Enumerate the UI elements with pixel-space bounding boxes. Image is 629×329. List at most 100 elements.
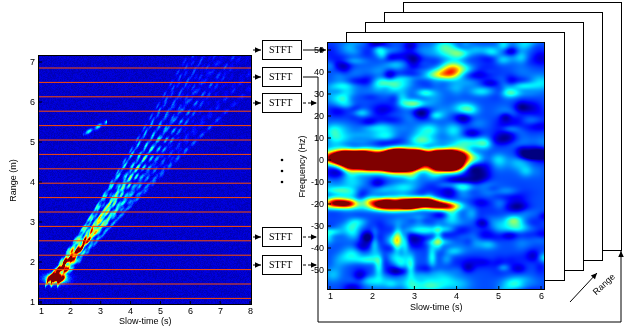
tick [328,182,331,183]
range-bin-line [39,82,251,83]
tick [328,226,331,227]
tick-label: 0 [319,155,324,166]
tick [456,286,457,289]
tick-label: 2 [30,257,35,268]
range-bin-line [39,140,251,141]
tick [39,142,42,143]
tick [328,72,331,73]
ellipsis-dot [281,170,284,173]
tick [39,62,42,63]
tick [541,286,542,289]
stft-box: STFT [262,255,302,275]
range-bin-line [39,269,251,270]
tick-label: 6 [539,291,544,302]
tick-label: 5 [158,306,163,317]
plot-frame [39,56,252,305]
arrow-head [255,234,261,240]
tick-label: -10 [311,177,324,188]
tick-label: 3 [412,291,417,302]
tick [328,270,331,271]
box-label: STFT [269,97,292,108]
stack-axis-label: Range [591,271,618,297]
tick-label: -40 [311,243,324,254]
box-label: STFT [269,71,292,82]
arrow-head [255,262,261,268]
tick [190,301,191,304]
arrow-line [303,77,621,322]
tick-label: 20 [314,111,324,122]
arrow-head [311,100,317,106]
tick-label: -30 [311,221,324,232]
axis-title: Range (m) [8,159,19,202]
stft-box: STFT [262,93,302,113]
tick [330,286,331,289]
tick-label: 5 [496,291,501,302]
tick [70,301,71,304]
range-bin-line [39,298,251,299]
tick [39,222,42,223]
axis-title: Slow-time (s) [119,316,172,327]
tick [328,116,331,117]
range-bin-line [39,284,251,285]
range-bin-line [39,197,251,198]
stft-box: STFT [262,227,302,247]
arrow-head [618,251,624,257]
tick-label: 8 [248,306,253,317]
tick-label: 4 [30,177,35,188]
tick [372,286,373,289]
arrow-head [311,234,317,240]
tick-label: 10 [314,133,324,144]
tick-label: 3 [98,306,103,317]
tick-label: 50 [314,45,324,56]
tick [39,182,42,183]
tick-label: -50 [311,265,324,276]
axis-title: Slow-time (s) [410,302,463,313]
range-bin-line [39,255,251,256]
box-label: STFT [269,44,292,55]
tick-label: 4 [128,306,133,317]
range-bin-line [39,212,251,213]
spectrogram [327,42,545,290]
range-bin-line [39,111,251,112]
tick-label: 1 [30,297,35,308]
tick-label: 6 [188,306,193,317]
tick [414,286,415,289]
ellipsis-dot [281,159,284,162]
tick [39,262,42,263]
range-bin-line [39,183,251,184]
tick-label: 1 [328,291,333,302]
tick-label: 1 [39,306,44,317]
range-bin-line [39,240,251,241]
tick-label: 5 [30,137,35,148]
arrow-head [255,100,261,106]
axis-title: Frequency (Hz) [297,135,308,197]
range-bin-line [39,96,251,97]
range-bin-line [39,125,251,126]
tick-label: 7 [30,57,35,68]
tick-label: 6 [30,97,35,108]
tick [41,301,42,304]
stft-box: STFT [262,40,302,60]
tick-label: 40 [314,67,324,78]
tick-label: 4 [454,291,459,302]
range-bin-line [39,226,251,227]
arrow-head [255,47,261,53]
range-bin-line [39,154,251,155]
tick-label: 30 [314,89,324,100]
range-time-map [38,55,252,305]
box-label: STFT [269,259,292,270]
stft-box: STFT [262,67,302,87]
tick [328,50,331,51]
tick-label: 3 [30,217,35,228]
tick [328,248,331,249]
tick [100,301,101,304]
arrow-head [591,273,597,279]
tick-label: -20 [311,199,324,210]
plot-frame [328,43,545,290]
tick [328,138,331,139]
ellipsis-dot [281,181,284,184]
tick-label: 2 [370,291,375,302]
tick [328,94,331,95]
tick [39,102,42,103]
